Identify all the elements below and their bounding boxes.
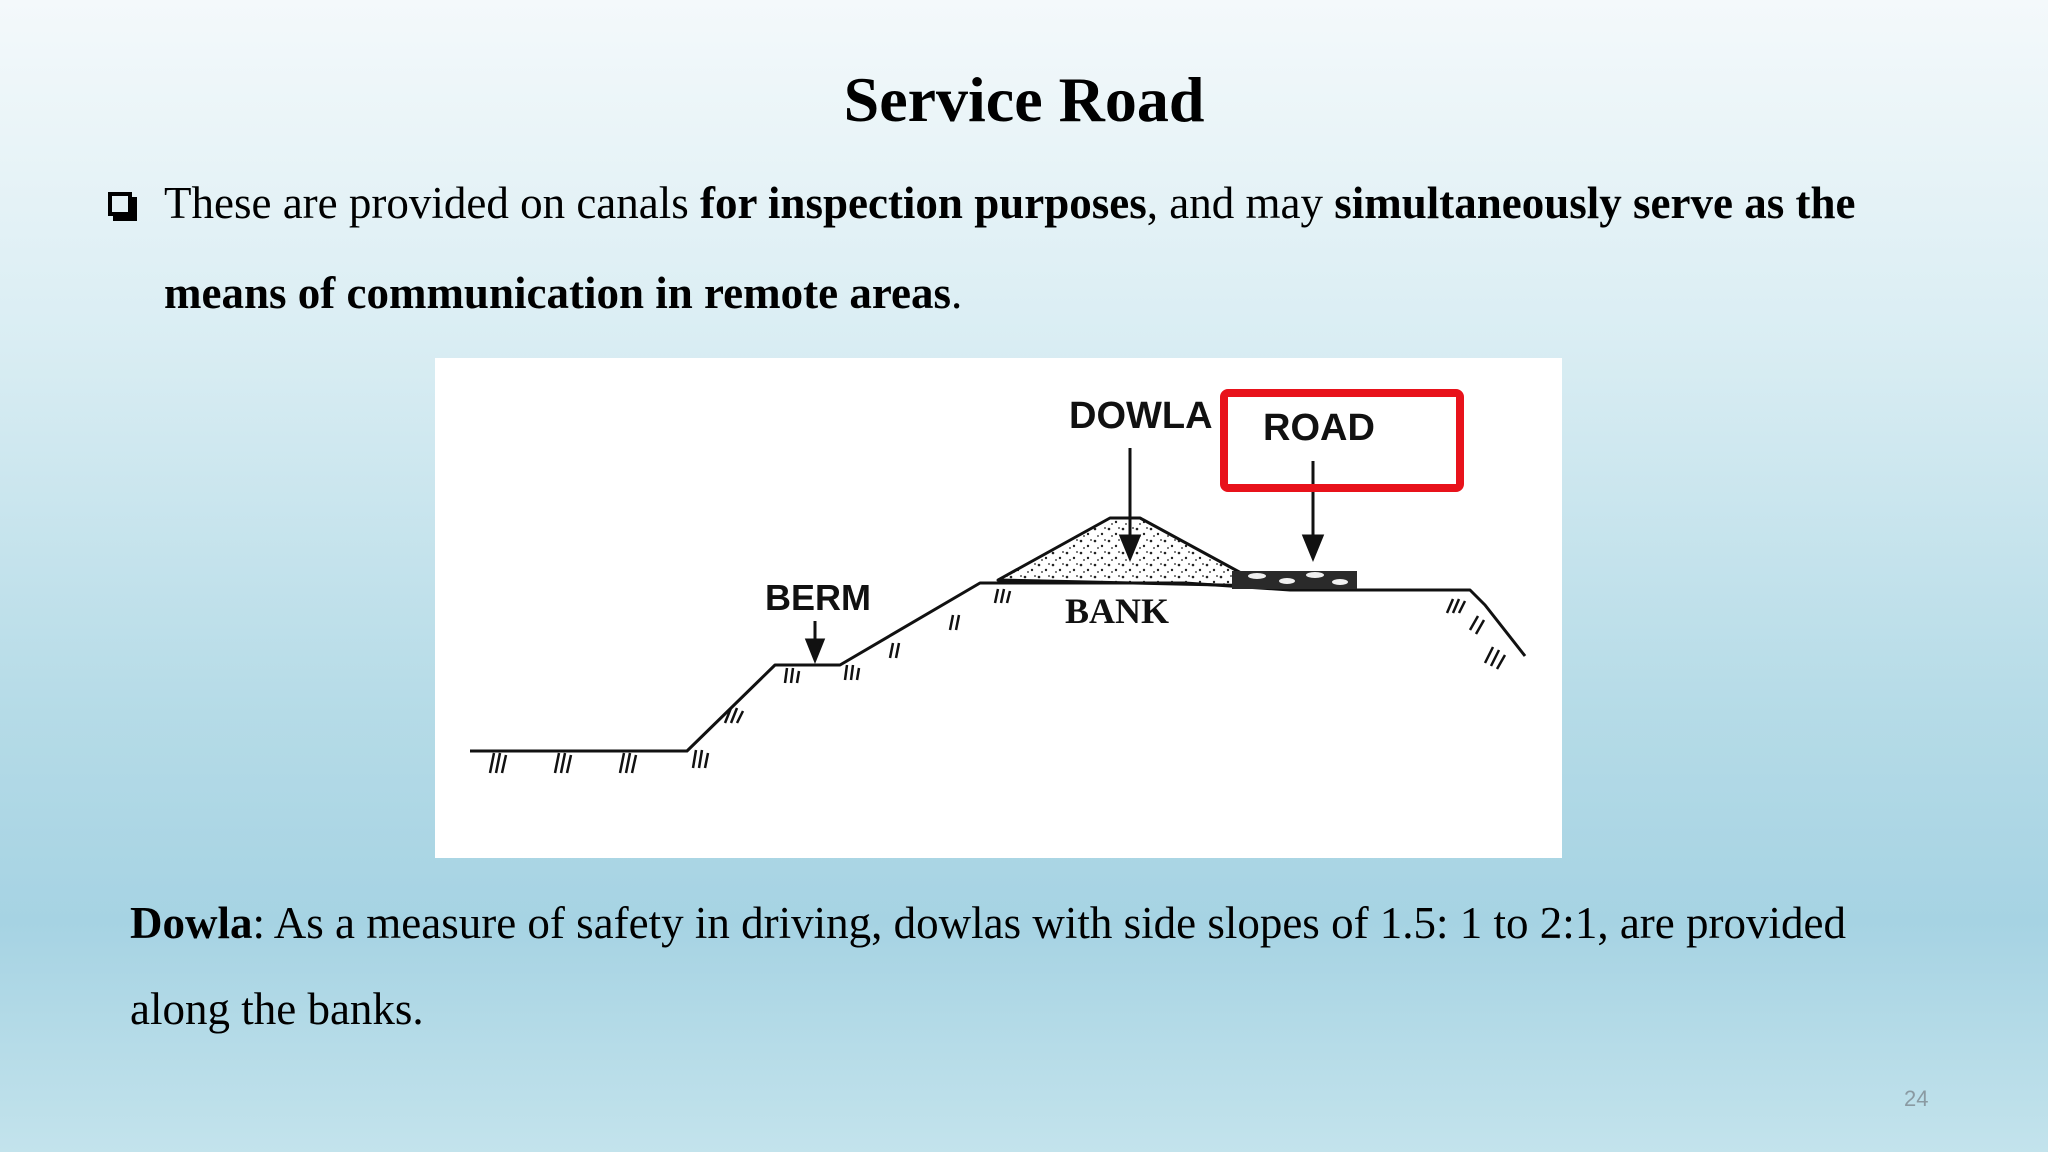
dowla-definition: Dowla: As a measure of safety in driving… [130,880,1950,1052]
bullet-text-part3: . [950,268,963,318]
bullet-text-part2: , and may [1146,178,1335,228]
square-bullet-icon [108,192,132,216]
bullet-text-bold2: simultaneously serve as the means of com… [164,178,1856,318]
ground-profile-line [470,581,1527,753]
bullet-text: These are provided on canals for inspect… [164,158,1904,338]
bullet-text-bold1: for inspection purposes [700,178,1147,228]
bank-label: BANK [1065,591,1169,631]
dowla-term: Dowla [130,898,253,948]
page-number: 24 [1904,1086,1929,1111]
bullet-text-part1: These are provided on canals [164,178,701,228]
road-highlight-box [1220,389,1464,492]
berm-label: BERM [765,577,871,618]
slide-title: Service Road [843,64,1205,135]
road-surface [1232,571,1357,589]
label-arrows [804,448,1325,665]
canal-cross-section-figure: DOWLA ROAD BERM BANK [435,358,1562,858]
canal-cross-section-diagram: DOWLA ROAD BERM BANK [470,389,1527,774]
dowla-label: DOWLA [1069,395,1213,437]
grass-tufts [488,588,1507,774]
dowla-definition-text: : As a measure of safety in driving, dow… [130,898,1846,1034]
road-label: ROAD [1263,407,1375,449]
